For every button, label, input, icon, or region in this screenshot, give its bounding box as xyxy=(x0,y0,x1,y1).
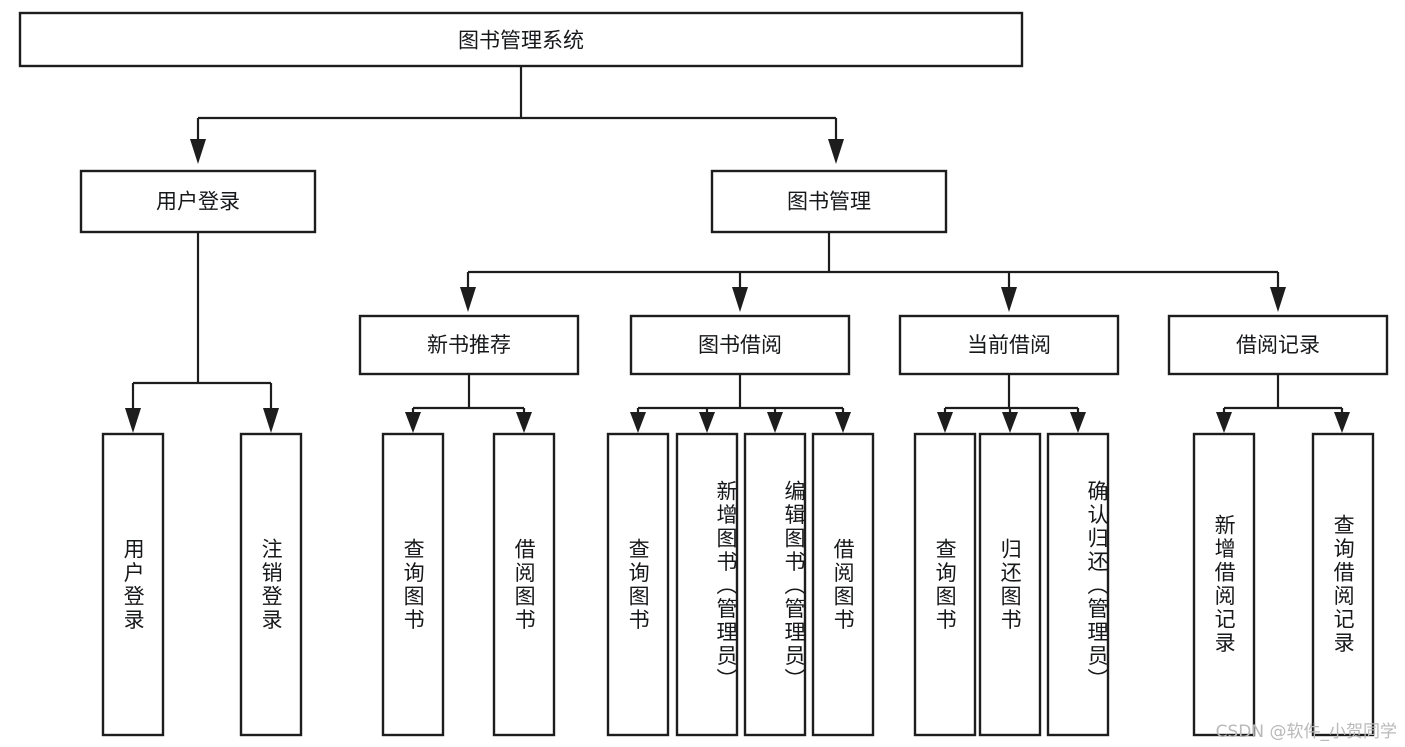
arrow-head-icon xyxy=(263,408,279,433)
node-root-label: 图书管理系统 xyxy=(458,29,584,53)
leaf-box-borrow-record-0[interactable] xyxy=(1192,432,1256,737)
arrow-head-icon xyxy=(937,412,953,433)
arrow-head-icon xyxy=(516,412,532,433)
connector-book-management-to-level3 xyxy=(460,232,1286,312)
node-user-login-label: 用户登录 xyxy=(156,190,240,214)
connector-root-to-level2 xyxy=(190,66,844,164)
node-current-borrow-label: 当前借阅 xyxy=(967,333,1051,357)
arrow-head-icon xyxy=(1001,287,1017,312)
arrow-head-icon xyxy=(630,412,646,433)
leaf-box-user-login-1[interactable] xyxy=(239,432,303,737)
node-book-management-label: 图书管理 xyxy=(787,190,871,214)
connector-new-book-recommend-to-leaves xyxy=(405,374,532,433)
arrow-head-icon xyxy=(1334,412,1350,433)
arrow-head-icon xyxy=(460,287,476,312)
leaf-box-book-borrow-3[interactable] xyxy=(811,432,875,737)
arrow-head-icon xyxy=(190,139,206,164)
connector-current-borrow-to-leaves xyxy=(937,374,1086,433)
node-borrow-record-label: 借阅记录 xyxy=(1236,333,1320,357)
arrow-head-icon xyxy=(1002,412,1018,433)
arrow-head-icon xyxy=(699,412,715,433)
watermark-text: CSDN @软件_小贺同学 xyxy=(1215,722,1397,742)
leaf-box-user-login-0[interactable] xyxy=(101,432,165,737)
node-user-login[interactable]: 用户登录 xyxy=(79,169,317,234)
node-root[interactable]: 图书管理系统 xyxy=(18,11,1024,68)
leaf-box-new-book-1[interactable] xyxy=(492,432,556,737)
arrow-head-icon xyxy=(828,139,844,164)
leaf-box-current-borrow-0[interactable] xyxy=(913,432,977,737)
node-user-login-box xyxy=(79,169,317,234)
node-new-book-recommend-label: 新书推荐 xyxy=(427,333,511,357)
leaf-box-borrow-record-1[interactable] xyxy=(1311,432,1375,737)
node-new-book-recommend[interactable]: 新书推荐 xyxy=(358,314,580,376)
leaf-box-book-borrow-1[interactable] xyxy=(675,432,739,737)
arrow-head-icon xyxy=(732,287,748,312)
node-borrow-record[interactable]: 借阅记录 xyxy=(1167,314,1389,376)
connector-book-borrow-to-leaves xyxy=(630,374,851,433)
connector-borrow-record-to-leaves xyxy=(1216,374,1350,433)
node-new-book-recommend-box xyxy=(358,314,580,376)
leaf-box-current-borrow-1[interactable] xyxy=(978,432,1042,737)
arrow-head-icon xyxy=(1270,287,1286,312)
arrow-head-icon xyxy=(767,412,783,433)
arrow-head-icon xyxy=(1070,412,1086,433)
connector-user-login-to-leaves xyxy=(125,232,279,433)
node-current-borrow[interactable]: 当前借阅 xyxy=(898,314,1120,376)
node-book-borrow[interactable]: 图书借阅 xyxy=(629,314,851,376)
leaf-box-new-book-0[interactable] xyxy=(381,432,445,737)
node-book-borrow-label: 图书借阅 xyxy=(698,333,782,357)
arrow-head-icon xyxy=(405,412,421,433)
leaf-box-book-borrow-0[interactable] xyxy=(606,432,670,737)
arrow-head-icon xyxy=(125,408,141,433)
arrow-head-icon xyxy=(835,412,851,433)
leaf-box-book-borrow-2[interactable] xyxy=(743,432,807,737)
leaf-box-current-borrow-2[interactable] xyxy=(1046,432,1110,737)
node-current-borrow-box xyxy=(898,314,1120,376)
arrow-head-icon xyxy=(1216,412,1232,433)
node-book-management[interactable]: 图书管理 xyxy=(710,169,948,234)
node-root-box xyxy=(18,11,1024,68)
